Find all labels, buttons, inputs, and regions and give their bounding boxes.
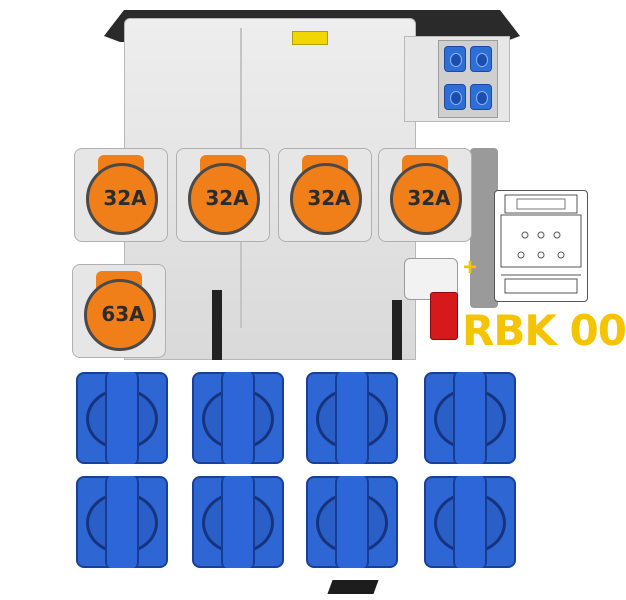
side-socket xyxy=(444,84,466,110)
cabinet-leg xyxy=(392,300,402,360)
socket-rating: 63A xyxy=(101,302,145,326)
blue-socket xyxy=(306,372,398,464)
blue-socket xyxy=(76,372,168,464)
socket-face: 63A xyxy=(84,279,156,351)
socket-face: 32A xyxy=(290,163,362,235)
side-connector xyxy=(470,148,498,308)
orange-socket-32a: 32A xyxy=(74,148,168,242)
socket-cover xyxy=(453,476,487,568)
blue-socket xyxy=(76,476,168,568)
orange-socket-32a: 32A xyxy=(378,148,472,242)
socket-cover xyxy=(221,372,255,464)
socket-cover xyxy=(335,372,369,464)
side-socket xyxy=(444,46,466,72)
socket-cover xyxy=(221,476,255,568)
plus-icon: + xyxy=(462,254,477,281)
socket-rating: 32A xyxy=(103,186,147,210)
socket-face: 32A xyxy=(390,163,462,235)
blue-socket xyxy=(424,476,516,568)
socket-cover xyxy=(335,476,369,568)
blue-socket xyxy=(192,372,284,464)
rbk-diagram xyxy=(494,190,588,302)
orange-socket-32a: 32A xyxy=(278,148,372,242)
socket-cover xyxy=(105,476,139,568)
warning-sticker xyxy=(292,31,328,45)
socket-face: 32A xyxy=(188,163,260,235)
orange-socket-63a: 63A xyxy=(72,264,166,358)
rbk-schematic-icon xyxy=(500,194,582,294)
socket-rating: 32A xyxy=(307,186,351,210)
rbk-label: RBK 00 xyxy=(462,306,626,355)
blue-socket xyxy=(192,476,284,568)
cabinet-base-foot xyxy=(327,580,379,594)
socket-cover xyxy=(453,372,487,464)
socket-face: 32A xyxy=(86,163,158,235)
red-plug xyxy=(430,292,458,340)
side-socket xyxy=(470,84,492,110)
socket-rating: 32A xyxy=(205,186,249,210)
orange-socket-32a: 32A xyxy=(176,148,270,242)
blue-socket xyxy=(306,476,398,568)
blue-socket xyxy=(424,372,516,464)
side-socket xyxy=(470,46,492,72)
socket-rating: 32A xyxy=(407,186,451,210)
cabinet-leg xyxy=(212,290,222,360)
socket-cover xyxy=(105,372,139,464)
